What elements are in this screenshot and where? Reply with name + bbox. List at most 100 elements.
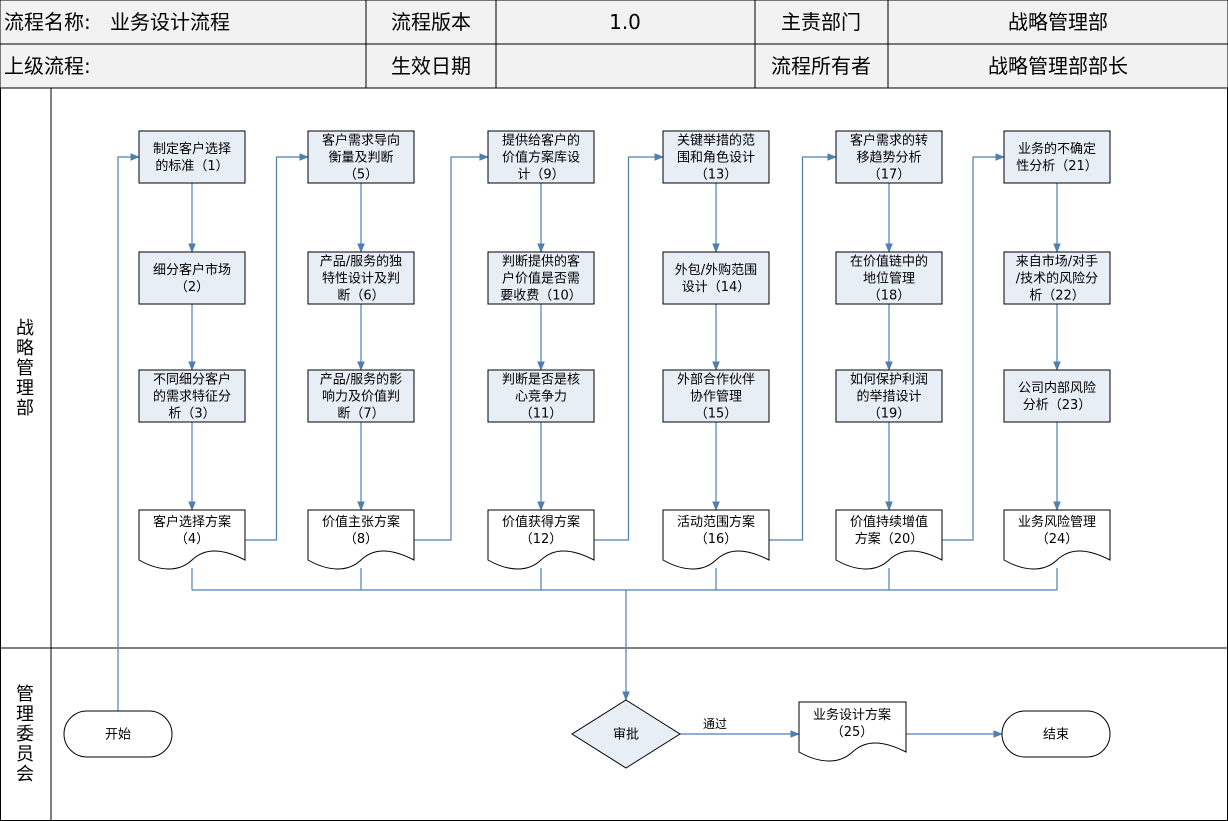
document-shape bbox=[138, 509, 246, 570]
node-text-line: 客户需求的转 bbox=[850, 133, 928, 149]
node-text-line: 性分析（21） bbox=[1016, 159, 1098, 174]
node-text-line: （15） bbox=[695, 407, 738, 422]
node-text-line: 结束 bbox=[1043, 728, 1069, 743]
process-box bbox=[835, 130, 943, 184]
effective-date-label: 生效日期 bbox=[391, 54, 471, 78]
node-text-line: 的需求特征分 bbox=[153, 389, 231, 405]
process-box bbox=[487, 251, 595, 305]
document-shape bbox=[798, 701, 907, 762]
node-text-line: （25） bbox=[831, 725, 874, 740]
node-text-line: 断（6） bbox=[337, 289, 384, 304]
node-text-line: 活动范围方案 bbox=[677, 514, 755, 530]
node-text-line: 制定客户选择 bbox=[153, 141, 231, 157]
node-n16[interactable]: 活动范围方案（16） bbox=[662, 509, 770, 570]
process-box bbox=[835, 251, 943, 305]
node-text-line: 衡量及判断 bbox=[328, 151, 393, 166]
department-value: 战略管理部 bbox=[1008, 10, 1108, 34]
node-text-line: 来自市场/对手 bbox=[1016, 254, 1098, 270]
version-label: 流程版本 bbox=[391, 10, 471, 34]
lane-label-char: 管 bbox=[16, 684, 34, 705]
node-n24[interactable]: 业务风险管理（24） bbox=[1003, 509, 1111, 570]
connector bbox=[942, 153, 1005, 541]
node-end[interactable]: 结束 bbox=[1001, 710, 1111, 758]
process-box bbox=[307, 251, 415, 305]
node-n25[interactable]: 业务设计方案 （25） bbox=[798, 701, 907, 762]
lane-label-char: 员 bbox=[16, 744, 34, 765]
document-shape bbox=[662, 509, 770, 570]
process-name: 业务设计流程 bbox=[110, 10, 230, 34]
process-box bbox=[662, 251, 770, 305]
node-text-line: 方案（20） bbox=[855, 531, 924, 547]
node-text-line: 判断是否是核 bbox=[502, 373, 580, 388]
node-text-line: 业务的不确定 bbox=[1018, 141, 1096, 157]
lane-label-char: 理 bbox=[16, 704, 34, 725]
process-box bbox=[307, 130, 415, 184]
node-text-line: 的举措设计 bbox=[856, 389, 921, 405]
edge-label-pass: 通过 bbox=[703, 717, 727, 731]
node-text-line: （2） bbox=[175, 280, 209, 295]
lane-label-char: 部 bbox=[16, 398, 34, 419]
owner-label: 流程所有者 bbox=[771, 54, 871, 78]
connector bbox=[117, 153, 140, 711]
node-start[interactable]: 开始 bbox=[63, 710, 173, 758]
node-text-line: 响力及价值判 bbox=[322, 389, 400, 405]
node-n8[interactable]: 价值主张方案（8） bbox=[307, 509, 415, 570]
node-text-line: 在价值链中的 bbox=[850, 254, 928, 270]
connector bbox=[245, 153, 309, 541]
process-name-label: 流程名称: bbox=[4, 10, 91, 34]
node-n2[interactable]: 细分客户市场 （2） bbox=[138, 251, 246, 305]
process-box bbox=[307, 369, 415, 423]
version-value: 1.0 bbox=[609, 10, 641, 34]
node-text-line: 业务设计方案 bbox=[813, 707, 891, 723]
node-text-line: 户价值是否需 bbox=[502, 271, 580, 287]
node-n12[interactable]: 价值获得方案（12） bbox=[487, 509, 595, 570]
process-box bbox=[487, 130, 595, 184]
node-text-line: 计（9） bbox=[517, 168, 564, 183]
process-box bbox=[1003, 369, 1111, 423]
node-text-line: 不同细分客户 bbox=[153, 372, 231, 388]
node-text-line: 细分客户市场 bbox=[153, 262, 231, 278]
connector bbox=[594, 153, 664, 541]
node-text-line: 分析（23） bbox=[1023, 398, 1092, 413]
node-text-line: 要收费（10） bbox=[500, 289, 582, 304]
lane-label-char: 会 bbox=[16, 764, 34, 785]
node-text-line: 外包/外购范围 bbox=[675, 262, 757, 278]
node-text-line: （13） bbox=[695, 168, 738, 183]
document-shape bbox=[1003, 509, 1111, 570]
node-text-line: 移趋势分析 bbox=[856, 150, 921, 166]
process-box bbox=[138, 130, 246, 184]
lane-label-char: 委 bbox=[16, 724, 34, 745]
node-text-line: 地位管理 bbox=[863, 272, 915, 287]
node-text-line: 如何保护利润 bbox=[850, 372, 928, 388]
node-text-line: 产品/服务的独 bbox=[320, 254, 402, 270]
node-approve[interactable]: 审批 bbox=[571, 699, 681, 769]
lane-label-char: 理 bbox=[16, 378, 34, 399]
header-table: 流程名称: 业务设计流程 流程版本 1.0 主责部门 战略管理部 上级流程: 生… bbox=[0, 0, 1228, 89]
lane-label-char: 管 bbox=[16, 358, 34, 379]
node-text-line: 析（22） bbox=[1029, 289, 1085, 304]
node-text-line: （11） bbox=[520, 407, 563, 422]
node-text-line: 开始 bbox=[105, 728, 131, 743]
node-n4[interactable]: 客户选择方案（4） bbox=[138, 509, 246, 570]
owner-value: 战略管理部部长 bbox=[988, 54, 1128, 78]
